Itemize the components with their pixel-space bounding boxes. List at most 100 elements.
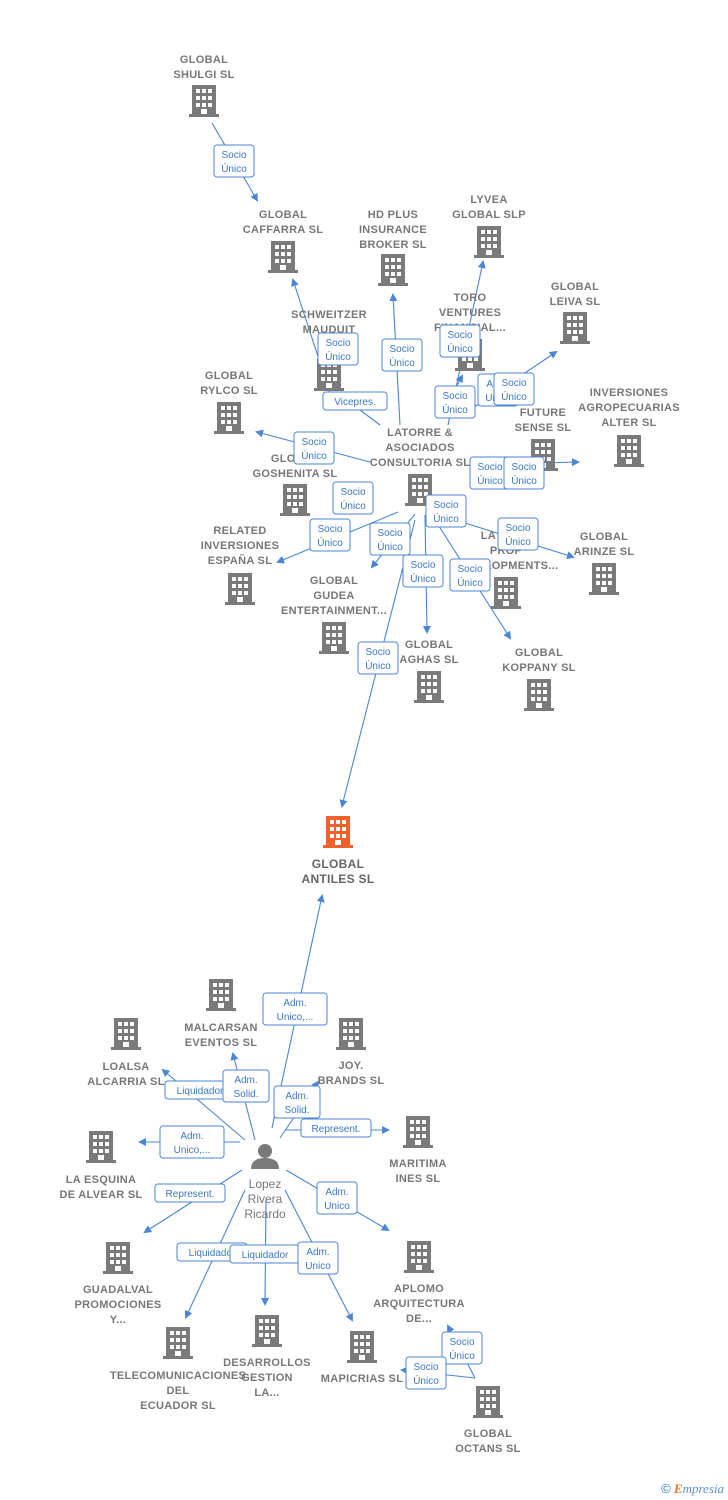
- company-name-line[interactable]: LA ESQUINA: [66, 1174, 136, 1186]
- company-name-line[interactable]: AGROPECUARIAS: [578, 402, 680, 414]
- company-name-line[interactable]: GUDEA: [313, 590, 354, 602]
- person-icon[interactable]: [251, 1144, 279, 1169]
- company-name-line[interactable]: MALCARSAN: [184, 1022, 258, 1034]
- company-name-line[interactable]: GESTION: [241, 1372, 293, 1384]
- relation-label[interactable]: Vicepres.: [322, 391, 388, 411]
- building-icon[interactable]: [524, 679, 554, 711]
- relation-label[interactable]: Adm.Unico,...: [159, 1125, 225, 1159]
- company-name-line[interactable]: DE ALVEAR SL: [59, 1189, 142, 1201]
- building-icon[interactable]: [280, 484, 310, 516]
- company-name-line[interactable]: GLOBAL: [310, 575, 358, 587]
- company-name-line[interactable]: LATORRE &: [387, 427, 453, 439]
- building-icon[interactable]: [589, 563, 619, 595]
- company-name-line[interactable]: ENTERTAINMENT...: [281, 605, 387, 617]
- company-name-line[interactable]: RYLCO SL: [200, 385, 258, 397]
- company-name-line[interactable]: SENSE SL: [515, 422, 572, 434]
- building-icon[interactable]: [614, 435, 644, 467]
- relation-label[interactable]: Liquidador: [229, 1244, 301, 1264]
- company-name-line[interactable]: GLOBAL SLP: [452, 209, 526, 221]
- company-name-line[interactable]: GLOBAL: [205, 370, 253, 382]
- company-name-line[interactable]: SCHWEITZER: [291, 309, 367, 321]
- company-name-line[interactable]: FUTURE: [520, 407, 566, 419]
- building-icon[interactable]: [206, 979, 236, 1011]
- company-name-line[interactable]: APLOMO: [394, 1283, 444, 1295]
- company-name-line[interactable]: DEL: [167, 1385, 190, 1397]
- building-icon[interactable]: [491, 577, 521, 609]
- building-icon[interactable]: [474, 226, 504, 258]
- building-icon[interactable]: [473, 1386, 503, 1418]
- company-name-line[interactable]: ARQUITECTURA: [373, 1298, 465, 1310]
- company-name-line[interactable]: GLOBAL: [180, 54, 228, 66]
- company-name-line[interactable]: INVERSIONES: [201, 540, 280, 552]
- company-name-line[interactable]: OCTANS SL: [455, 1443, 520, 1455]
- building-icon[interactable]: [404, 1241, 434, 1273]
- building-icon[interactable]: [163, 1327, 193, 1359]
- company-name-line[interactable]: KOPPANY SL: [502, 662, 576, 674]
- company-name-line[interactable]: GOSHENITA SL: [253, 468, 338, 480]
- company-name-line[interactable]: ALTER SL: [601, 417, 656, 429]
- building-icon[interactable]: [111, 1018, 141, 1050]
- relation-label[interactable]: Represent.: [300, 1118, 372, 1138]
- building-icon[interactable]: [103, 1242, 133, 1274]
- company-name-line[interactable]: GLOBAL: [405, 639, 453, 651]
- building-icon[interactable]: [268, 241, 298, 273]
- company-name-line[interactable]: GLOBAL: [515, 647, 563, 659]
- company-name-line[interactable]: GLOBAL: [312, 857, 364, 871]
- company-name-line[interactable]: ESPAÑA SL: [208, 554, 272, 567]
- company-name-line[interactable]: TORO: [454, 292, 487, 304]
- company-name-line[interactable]: ANTILES SL: [301, 872, 374, 886]
- company-name-line[interactable]: ASOCIADOS: [385, 442, 454, 454]
- company-name-line[interactable]: SHULGI SL: [173, 69, 234, 81]
- building-icon[interactable]: [560, 312, 590, 344]
- relation-label[interactable]: Adm.Solid.: [222, 1069, 270, 1103]
- company-name-line[interactable]: DE...: [406, 1313, 432, 1325]
- company-name-line[interactable]: ECUADOR SL: [140, 1400, 216, 1412]
- company-name-line[interactable]: GLOBAL: [580, 531, 628, 543]
- building-icon[interactable]: [214, 402, 244, 434]
- building-icon[interactable]: [86, 1131, 116, 1163]
- building-icon[interactable]: [414, 671, 444, 703]
- company-name-line[interactable]: LYVEA: [470, 194, 507, 206]
- company-name-line[interactable]: HD PLUS: [368, 209, 418, 221]
- company-name-line[interactable]: VENTURES: [439, 307, 501, 319]
- company-name-line[interactable]: AGHAS SL: [399, 654, 458, 666]
- company-name-line[interactable]: LEIVA SL: [550, 296, 601, 308]
- company-name-line[interactable]: ALCARRIA SL: [87, 1076, 164, 1088]
- company-name-line[interactable]: MAPICRIAS SL: [321, 1373, 403, 1385]
- company-name-line[interactable]: GUADALVAL: [83, 1284, 153, 1296]
- company-name-line[interactable]: MARITIMA: [389, 1158, 446, 1170]
- company-name-line[interactable]: BRANDS SL: [318, 1075, 385, 1087]
- company-name-line[interactable]: BROKER SL: [359, 239, 426, 251]
- relation-label[interactable]: Adm.Unico: [297, 1241, 339, 1275]
- company-name-line[interactable]: CONSULTORIA SL: [370, 457, 471, 469]
- company-name-line[interactable]: TELECOMUNICACIONES: [110, 1370, 246, 1382]
- relation-label[interactable]: Represent.: [154, 1183, 226, 1203]
- company-name-line[interactable]: JOY.: [338, 1060, 363, 1072]
- building-icon[interactable]: [225, 573, 255, 605]
- building-icon[interactable]: [403, 1116, 433, 1148]
- company-name-line[interactable]: INSURANCE: [359, 224, 427, 236]
- company-name-line[interactable]: INES SL: [396, 1173, 441, 1185]
- building-icon[interactable]: [252, 1315, 282, 1347]
- relation-label[interactable]: Adm.Unico: [316, 1181, 358, 1215]
- company-name-line[interactable]: EVENTOS SL: [185, 1037, 257, 1049]
- building-icon[interactable]: [347, 1331, 377, 1363]
- company-name-line[interactable]: GLOBAL: [551, 281, 599, 293]
- company-name-line[interactable]: GLOBAL: [259, 209, 307, 221]
- company-name-line[interactable]: PROMOCIONES: [74, 1299, 161, 1311]
- relation-label[interactable]: Adm.Solid.: [273, 1085, 321, 1119]
